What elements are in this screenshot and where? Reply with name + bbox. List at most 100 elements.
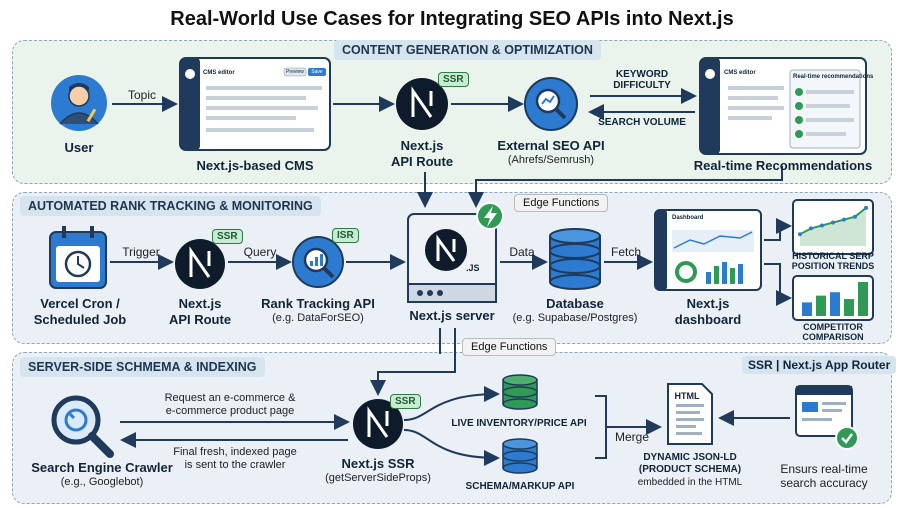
cms-save-button: Save: [311, 69, 323, 75]
nextjs-logo-icon: [175, 239, 225, 289]
server-js-label: .JS: [466, 263, 480, 273]
dashboard-label-2: dashboard: [674, 312, 742, 327]
cms-window: [179, 57, 331, 151]
recommendations-label: Real-time Recommendations: [693, 158, 873, 173]
section-schema-indexing: [12, 352, 892, 504]
competitor-label-1: COMPETITOR: [803, 322, 863, 332]
inventory-db-icon: [502, 374, 538, 410]
seo-api-sub: (Ahrefs/Semrush): [507, 154, 595, 166]
cms-window-title: CMS editor: [203, 70, 235, 76]
seo-api-label: External SEO API: [497, 138, 605, 153]
page-title: Real-World Use Cases for Integrating SEO…: [170, 8, 734, 30]
keyword-label-2: DIFFICULTY: [613, 80, 671, 91]
historical-label-2: POSITION TRENDS: [791, 261, 875, 271]
dashboard-window-title: Dashboard: [672, 215, 704, 221]
inventory-api-label: LIVE INVENTORY/PRICE API: [451, 418, 587, 429]
search-crawler-icon: [51, 395, 114, 458]
competitor-bar: [816, 295, 826, 316]
rank-api-label: Rank Tracking API: [261, 296, 375, 311]
edge-functions-callout-bottom: Edge Functions: [462, 338, 557, 356]
trend-point: [864, 205, 868, 210]
trend-point: [842, 217, 846, 222]
competitor-bar-chart: [802, 282, 868, 316]
database-icon: [549, 228, 601, 290]
ensure-label-1: Ensurs real-time: [780, 462, 868, 476]
trend-point: [809, 226, 813, 231]
route-label-1: Next.js: [178, 296, 222, 311]
html-document-icon: [667, 383, 713, 445]
dashboard-label-1: Next.js: [686, 296, 730, 311]
competitor-bar: [844, 299, 854, 316]
merge-label: Merge: [614, 430, 649, 444]
html-doc-label: HTML: [674, 391, 700, 401]
nextjs-server-icon: [407, 213, 497, 303]
crawler-label: Search Engine Crawler: [31, 460, 173, 475]
user-icon: [51, 75, 107, 131]
db-sub: (e.g. Supabase/Postgres): [512, 312, 638, 324]
edge-functions-callout-top: Edge Functions: [514, 194, 609, 212]
fetch-label: Fetch: [610, 245, 641, 259]
cron-label-1: Vercel Cron /: [40, 296, 120, 311]
api-route-label-2: API Route: [390, 154, 454, 169]
trigger-label: Trigger: [122, 245, 160, 259]
lightning-icon: [476, 202, 504, 230]
request-label-2: e-commerce product page: [165, 405, 295, 417]
competitor-bar: [858, 282, 868, 316]
response-label-2: is sent to the crawler: [184, 459, 286, 471]
trend-point: [831, 220, 835, 225]
rank-tracking-icon: [292, 236, 344, 288]
markup-db-icon: [502, 438, 538, 474]
reco-panel-title: Real-time recommendations: [793, 74, 874, 80]
reco-window-title: CMS editor: [724, 70, 756, 76]
calendar-clock-icon: [49, 226, 107, 289]
nextjs-logo-icon: [396, 78, 448, 130]
isr-badge: ISR: [332, 228, 359, 243]
crawler-sub: (e.g., Googlebot): [60, 476, 144, 488]
competitor-bar: [802, 302, 812, 316]
seo-api-icon: [524, 77, 578, 131]
user-label: User: [64, 140, 94, 155]
trend-point: [853, 214, 857, 219]
jsonld-label-2: (PRODUCT SCHEMA): [638, 464, 742, 475]
response-label-1: Final fresh, indexed page: [173, 446, 297, 458]
ssr-badge: SSR: [438, 72, 469, 87]
ensure-label-2: search accuracy: [780, 476, 868, 490]
cron-label-2: Scheduled Job: [33, 312, 127, 327]
keyword-label-1: KEYWORD: [615, 69, 669, 80]
data-label: Data: [509, 245, 535, 259]
cms-label: Next.js-based CMS: [196, 158, 314, 173]
jsonld-label-3: embedded in the HTML: [637, 477, 743, 488]
route-label-2: API Route: [168, 312, 232, 327]
cms-preview-button: Preview: [286, 69, 304, 75]
browser-check-icon: [795, 385, 859, 450]
ssr-badge: SSR: [212, 229, 243, 244]
dashboard-window: [654, 209, 762, 291]
ssr-badge: SSR: [390, 394, 421, 409]
trend-point: [820, 223, 824, 228]
trend-area: [800, 207, 866, 246]
db-label: Database: [546, 296, 604, 311]
api-route-label-1: Next.js: [400, 138, 444, 153]
section-title-content: CONTENT GENERATION & OPTIMIZATION: [334, 40, 601, 60]
router-tag: SSR | Next.js App Router: [742, 356, 897, 375]
rank-api-sub: (e.g. DataForSEO): [272, 312, 364, 324]
markup-api-label: SCHEMA/MARKUP API: [465, 481, 575, 492]
ssr-label: Next.js SSR: [341, 456, 415, 471]
nextjs-logo-icon: [353, 399, 403, 449]
competitor-label-2: COMPARISON: [802, 332, 864, 342]
request-label-1: Request an e-commerce &: [164, 392, 296, 404]
search-volume-label: SEARCH VOLUME: [598, 117, 686, 128]
serp-trend-chart: [798, 205, 868, 246]
section-title-rank: AUTOMATED RANK TRACKING & MONITORING: [20, 196, 321, 216]
server-label: Next.js server: [409, 308, 495, 323]
recommendations-window: [699, 57, 867, 155]
ssr-sub: (getServerSideProps): [325, 472, 431, 484]
historical-label-1: HISTORICAL SERP: [792, 251, 874, 261]
query-label: Query: [243, 245, 277, 259]
section-title-schema: SERVER-SIDE SCHMEMA & INDEXING: [20, 357, 265, 377]
topic-label: Topic: [127, 88, 156, 102]
jsonld-label-1: DYNAMIC JSON-LD: [643, 452, 737, 463]
trend-point: [798, 232, 802, 237]
competitor-bar: [830, 292, 840, 316]
